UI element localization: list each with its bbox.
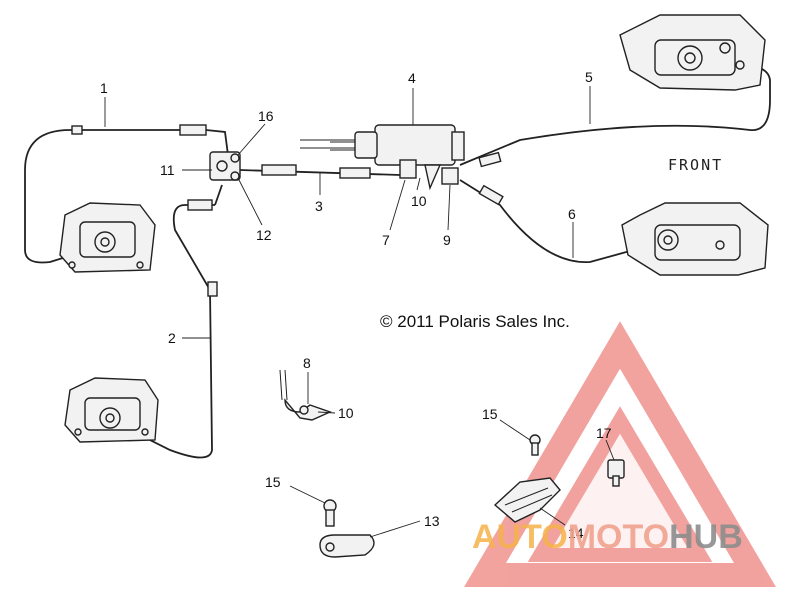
callout-15-upper: 15 [482,406,498,422]
brake-line-5 [459,64,771,166]
copyright-text: © 2011 Polaris Sales Inc. [380,312,570,331]
watermark-logo [464,321,776,587]
callout-2: 2 [168,330,176,346]
callout-4: 4 [408,70,416,86]
rear-upper-caliper [59,202,156,273]
callout-3: 3 [315,198,323,214]
callout-7: 7 [382,232,390,248]
front-left-caliper [621,202,769,276]
rear-lower-caliper [64,377,159,443]
callout-8: 8 [303,355,311,371]
callout-17: 17 [596,425,612,441]
brake-lines [24,64,771,459]
callout-13: 13 [424,513,440,529]
watermark-part1: AUTO [472,518,568,556]
callout-1: 1 [100,80,108,96]
watermark-part3: HUB [669,518,743,556]
front-label: FRONT [668,156,723,174]
brake-switch-part [279,369,332,421]
svg-text:AUTOMOTOHUB: AUTOMOTOHUB [472,518,743,556]
brake-line-6 [459,179,671,263]
callout-16: 16 [258,108,274,124]
master-cylinder [330,124,465,191]
callout-5: 5 [585,69,593,85]
bolt-bracket-clip [493,434,625,523]
callout-12: 12 [256,227,272,243]
callout-9: 9 [443,232,451,248]
brake-line-1 [24,129,200,264]
callout-15-lower: 15 [265,474,281,490]
callout-14: 14 [568,525,584,541]
callout-10-upper: 10 [411,193,427,209]
callout-10-lower: 10 [338,405,354,421]
watermark-text: AUTOMOTOHUB [472,518,743,556]
front-right-caliper [619,14,766,91]
junction-block [209,151,241,181]
switch-wire [300,139,360,149]
callout-6: 6 [568,206,576,222]
bolt-and-clamp [319,499,375,558]
callout-11: 11 [160,162,175,178]
watermark-part2: MOTO [568,518,669,556]
leader-lines [104,86,615,538]
